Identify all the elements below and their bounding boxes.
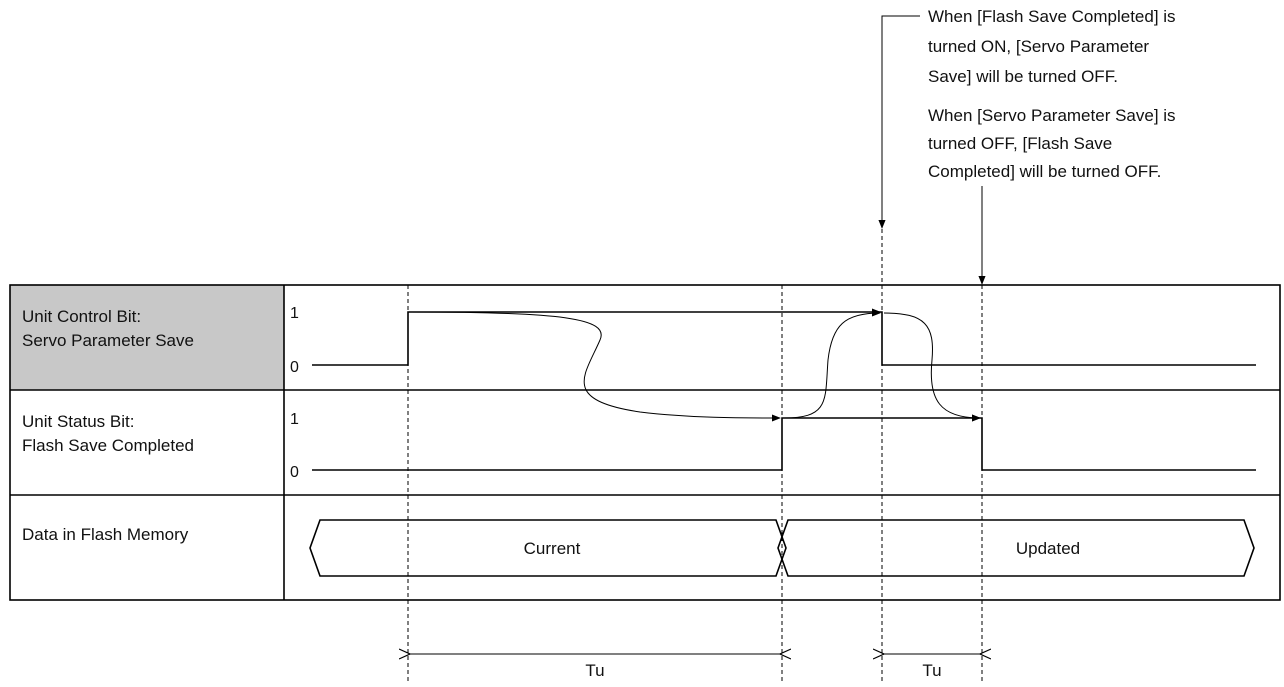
level-low-control: 0 bbox=[290, 359, 299, 376]
label-cell-highlight bbox=[10, 285, 284, 390]
row-labels: Unit Control Bit: Servo Parameter Save U… bbox=[22, 307, 194, 544]
note1-line1: When [Flash Save Completed] is bbox=[928, 7, 1176, 26]
note1-callout-arrow bbox=[878, 15, 920, 229]
causal-arrows bbox=[409, 308, 981, 422]
table-border bbox=[9, 284, 1281, 601]
tu-intervals: Tu Tu bbox=[410, 654, 980, 680]
note1-line3: Save] will be turned OFF. bbox=[928, 67, 1118, 86]
row-label-status-line1: Unit Status Bit: bbox=[22, 412, 134, 431]
signal-servo-parameter-save bbox=[312, 311, 1256, 366]
level-high-control: 1 bbox=[290, 305, 299, 322]
row-label-control-line1: Unit Control Bit: bbox=[22, 307, 141, 326]
note-save-off: When [Flash Save Completed] is turned ON… bbox=[878, 7, 1176, 229]
note2-line1: When [Servo Parameter Save] is bbox=[928, 106, 1176, 125]
row-label-flash-memory: Data in Flash Memory bbox=[22, 525, 189, 544]
arrow-save-off-to-complete-off bbox=[883, 312, 981, 422]
arrow-complete-to-save-off bbox=[783, 309, 881, 419]
row-label-control-line2: Servo Parameter Save bbox=[22, 331, 194, 350]
state-current-box bbox=[309, 519, 787, 577]
level-low-status: 0 bbox=[290, 464, 299, 481]
note1-line2: turned ON, [Servo Parameter bbox=[928, 37, 1149, 56]
arrow-save-to-complete bbox=[409, 311, 781, 422]
state-updated-label: Updated bbox=[1016, 539, 1080, 558]
row-label-status-line2: Flash Save Completed bbox=[22, 436, 194, 455]
tu2-label: Tu bbox=[922, 661, 941, 680]
level-labels: 1 0 1 0 bbox=[290, 305, 299, 481]
note-complete-off: When [Servo Parameter Save] is turned OF… bbox=[928, 106, 1176, 285]
state-current-label: Current bbox=[524, 539, 581, 558]
tu1-label: Tu bbox=[585, 661, 604, 680]
flash-memory-states: Current Updated bbox=[309, 519, 1255, 577]
signal-flash-save-completed bbox=[312, 417, 1256, 471]
note2-line2: turned OFF, [Flash Save bbox=[928, 134, 1112, 153]
timing-guides bbox=[407, 215, 983, 682]
level-high-status: 1 bbox=[290, 411, 299, 428]
state-updated-box bbox=[777, 519, 1255, 577]
note2-line3: Completed] will be turned OFF. bbox=[928, 162, 1161, 181]
timing-table bbox=[9, 284, 1281, 601]
